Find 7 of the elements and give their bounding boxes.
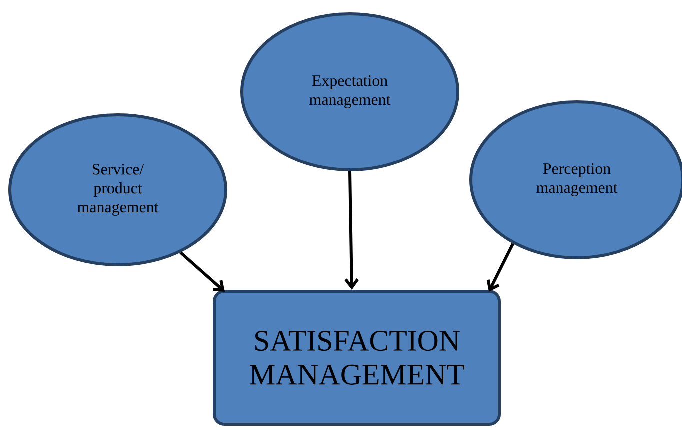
ellipse-node: Service/ product management [8, 114, 228, 266]
arrow [486, 243, 514, 292]
ellipse-node: Perception management [470, 100, 682, 260]
ellipse-node: Expectation management [240, 12, 460, 172]
arrow [344, 171, 360, 290]
rounded-box: SATISFACTION MANAGEMENT [213, 290, 501, 426]
arrow [180, 252, 225, 292]
